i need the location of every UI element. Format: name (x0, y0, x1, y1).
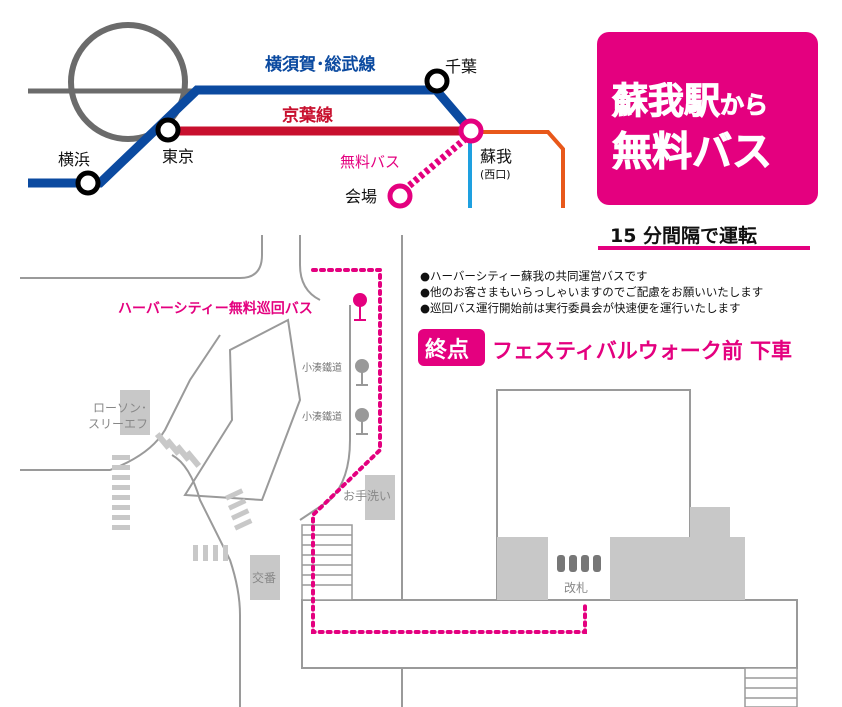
police-box-label: 交番 (252, 570, 276, 585)
store-icon (120, 390, 150, 435)
station-venue (387, 183, 413, 209)
station-label-chiba: 千葉 (445, 57, 477, 76)
orange-line (476, 130, 565, 208)
station-label-yokohama: 横浜 (58, 150, 90, 169)
free-bus-route (401, 137, 467, 193)
station-tokyo (155, 117, 181, 143)
kominato-label-2: 小湊鐵道 (302, 410, 342, 423)
station-label-soga-exit: (西口) (480, 168, 511, 181)
gate-label: 改札 (564, 581, 588, 595)
free-bus-label: 無料バス (340, 153, 400, 171)
kominato-label-1: 小湊鐵道 (302, 361, 342, 374)
yokosuka-sobu-line (28, 85, 476, 188)
line-label-yokosuka-sobu: 横須賀･総武線 (265, 54, 376, 75)
interval-underline (598, 246, 810, 250)
terminal-stop-text: フェスティバルウォーク前 下車 (492, 339, 792, 363)
station-building (301, 389, 798, 669)
yamanote-loop (68, 22, 188, 142)
station-label-soga: 蘇我 (480, 147, 512, 166)
shuttle-bus-route (311, 268, 587, 634)
store-label-2: スリーエフ (88, 417, 148, 431)
bus-stop-pin-icon (353, 293, 367, 321)
toilet-label: お手洗い (343, 489, 391, 503)
station-label-tokyo: 東京 (162, 147, 194, 166)
station-soga (458, 118, 484, 144)
station-label-venue: 会場 (345, 187, 377, 206)
crosswalks (112, 432, 253, 561)
banner-line1: 蘇我駅から (612, 81, 768, 122)
note-1: ●ハーバーシティー蘇我の共同運営バスです (420, 269, 648, 283)
police-box-icon (250, 555, 280, 600)
interval-text: 15 分間隔で運転 (610, 225, 757, 247)
ticket-gates (557, 555, 601, 572)
terminal-badge-text: 終点 (425, 337, 469, 363)
toilet-icon (365, 475, 395, 520)
kominato-bus-stop-icon (355, 408, 369, 435)
shuttle-bus-label: ハーバーシティー無料巡回バス (118, 300, 313, 317)
free-bus-banner: 蘇我駅から 無料バス 15 分間隔で運転 (597, 32, 818, 250)
line-label-keiyo: 京葉線 (282, 105, 333, 126)
store-label-1: ローソン･ (93, 401, 147, 415)
stairs-left (301, 524, 353, 601)
terminal-badge (418, 329, 485, 366)
station-yokohama (75, 170, 101, 196)
stairs-right (744, 667, 798, 707)
banner-line2: 無料バス (612, 129, 772, 175)
note-2: ●他のお客さまもいらっしゃいますのでご配慮をお願いいたします (420, 285, 763, 299)
station-chiba (424, 68, 450, 94)
note-3: ●巡回バス運行開始前は実行委員会が快速便を運行いたします (420, 301, 741, 315)
rail-diagram: 横須賀･総武線 京葉線 横浜 東京 千葉 蘇我 (西口) 無料バス 会場 (28, 22, 565, 209)
kominato-bus-stop-icon (355, 359, 369, 386)
